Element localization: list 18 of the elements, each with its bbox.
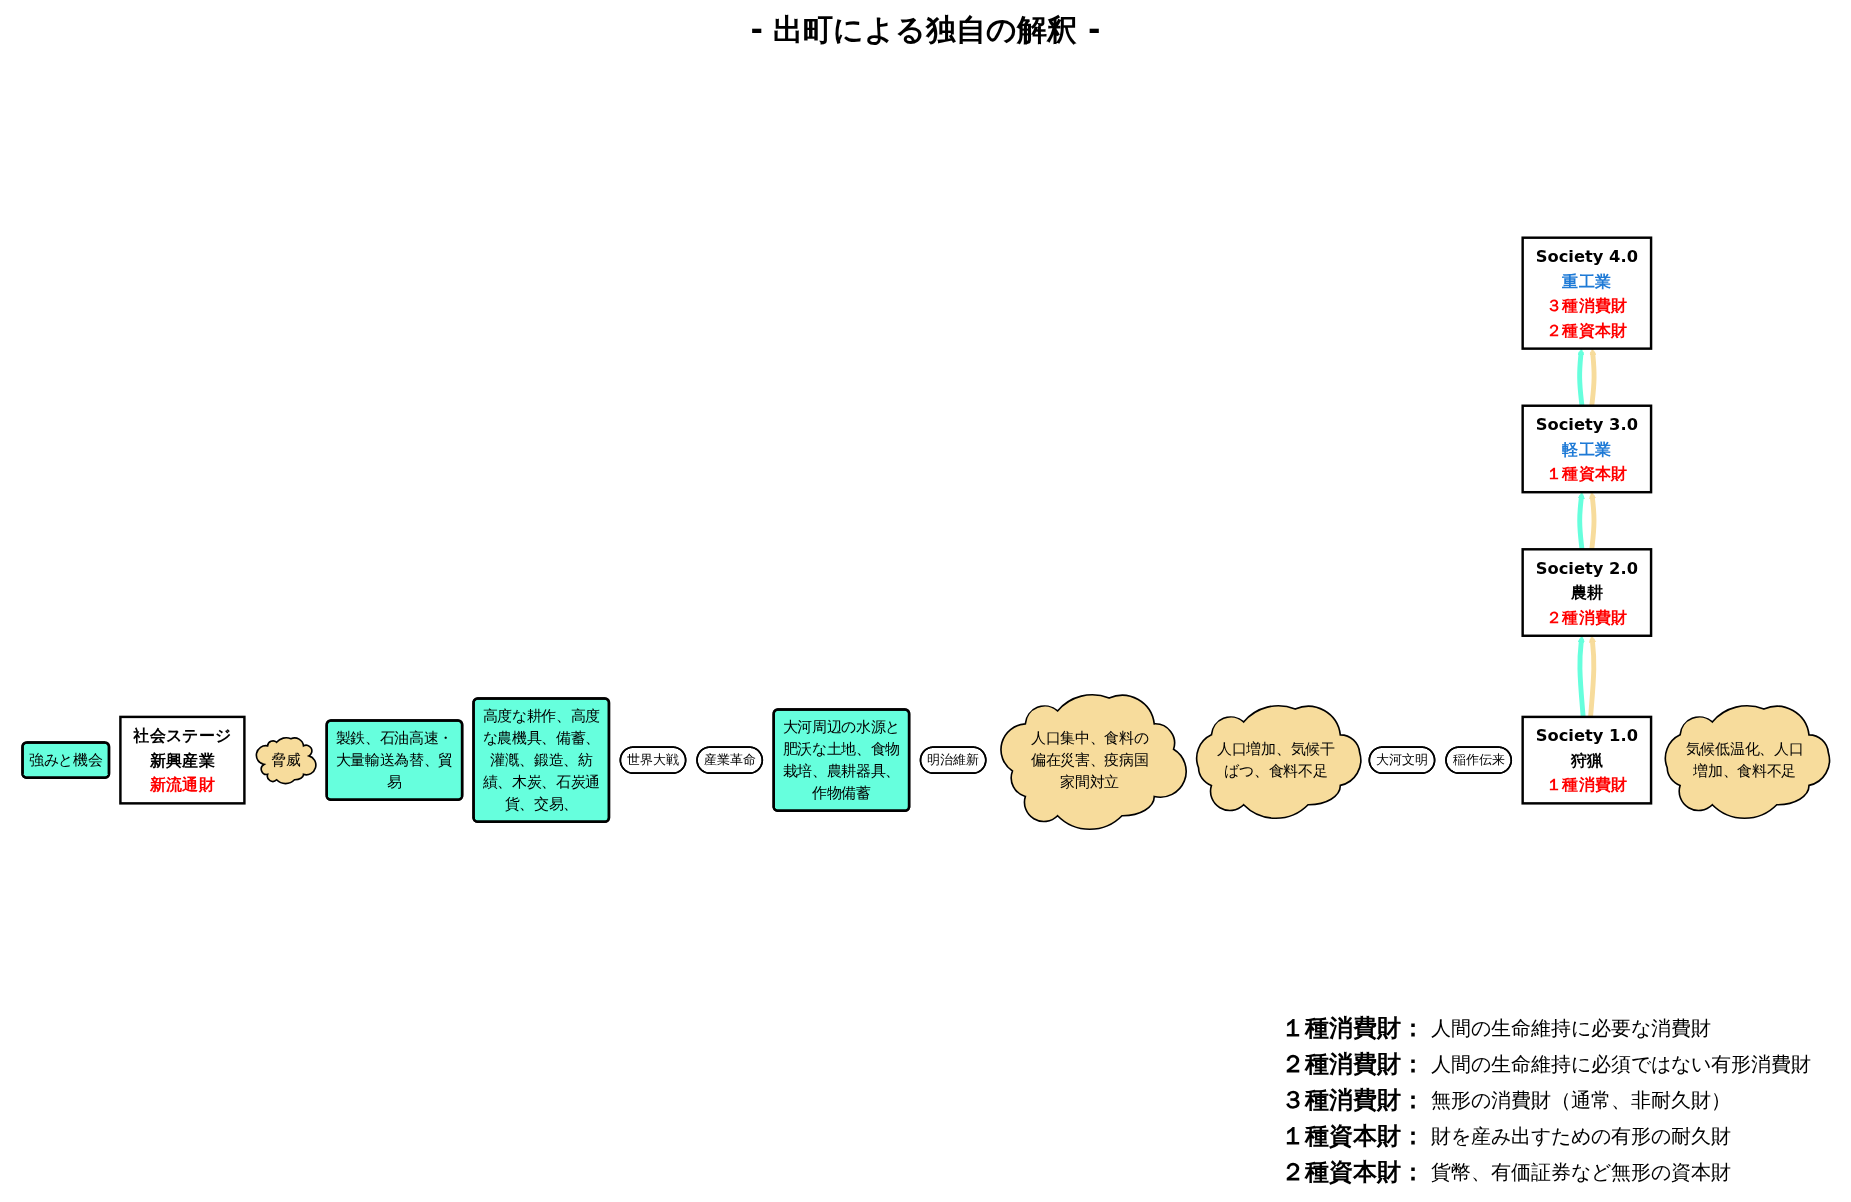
node-box: 社会ステージ 新興産業 新流通財 — [118, 715, 246, 805]
definition-text: 貨幣、有価証券など無形の資本財 — [1431, 1158, 1732, 1186]
term-label: ２種消費財： — [1281, 1049, 1425, 1080]
node-box: Society 1.0 狩猟 １種消費財 — [1520, 715, 1652, 805]
definition-text: 財を産み出すための有形の耐久財 — [1431, 1122, 1732, 1150]
diagram-title: - 出町による独自の解釈 - — [750, 11, 1101, 49]
node-box: Society 4.0 重工業 ３種消費財 ２種資本財 — [1520, 236, 1652, 350]
arrow — [1588, 348, 1597, 406]
term-label: ３種消費財： — [1281, 1085, 1425, 1116]
term-label: ２種資本財： — [1281, 1157, 1425, 1188]
node-box: Society 2.0 農耕 ２種消費財 — [1520, 548, 1652, 637]
definition-text: 人間の生命維持に必須ではない有形消費財 — [1431, 1050, 1811, 1078]
arrow — [1576, 348, 1584, 406]
term-label: １種資本財： — [1281, 1121, 1425, 1152]
definition-text: 無形の消費財（通常、非耐久財） — [1431, 1086, 1732, 1114]
term-label: １種消費財： — [1281, 1013, 1425, 1044]
definition-text: 人間の生命維持に必要な消費財 — [1431, 1014, 1712, 1042]
node-box: Society 3.0 軽工業 １種資本財 — [1520, 404, 1652, 494]
